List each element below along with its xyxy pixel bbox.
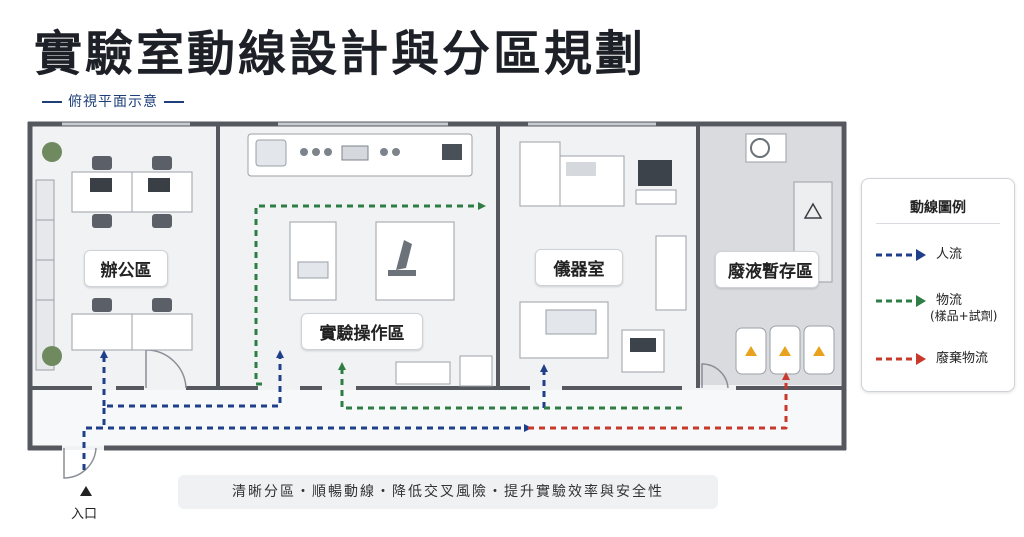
people-flow-path — [82, 424, 532, 470]
material-flow-swatch — [876, 295, 926, 307]
room-label-office: 辦公區 — [84, 250, 168, 287]
room-label-waste: 廢液暫存區 — [715, 251, 819, 288]
waste-flow-path — [528, 372, 790, 430]
material-flow-lab — [254, 202, 486, 386]
subtitle-text: 俯視平面示意 — [68, 94, 158, 110]
legend-item-people: 人流 — [872, 243, 1012, 283]
material-flow-corridor — [338, 362, 682, 410]
people-flow-office — [96, 350, 284, 430]
room-label-instrument: 儀器室 — [535, 249, 623, 286]
office-furniture — [35, 142, 193, 371]
entrance-arrow-icon — [80, 486, 92, 496]
page-title: 實驗室動線設計與分區規劃 — [34, 26, 647, 82]
waste-drums — [735, 325, 835, 375]
corridor-floor — [33, 390, 841, 446]
page-subtitle: 俯視平面示意 — [36, 91, 190, 111]
legend-item-waste: 廢棄物流 — [872, 347, 1012, 387]
waste-flow-swatch — [876, 353, 926, 365]
legend-item-material: 物流 (樣品+試劑) — [872, 289, 1012, 329]
bottom-caption: 清晰分區・順暢動線・降低交叉風險・提升實驗效率與安全性 — [178, 475, 718, 509]
legend-label-people: 人流 — [936, 247, 963, 262]
people-flow-swatch — [876, 249, 926, 261]
legend-divider — [876, 223, 1000, 224]
legend-label-material: 物流 — [936, 293, 963, 308]
flow-legend: 動線圖例 人流 物流 (樣品+試劑) 廢棄物流 — [861, 178, 1015, 392]
room-label-lab: 實驗操作區 — [301, 313, 423, 350]
legend-label-waste: 廢棄物流 — [936, 351, 989, 366]
entrance-label: 入口 — [71, 507, 98, 522]
lab-furniture — [247, 133, 493, 387]
interior-walls — [30, 124, 844, 390]
instrument-furniture — [519, 141, 687, 373]
legend-title: 動線圖例 — [910, 200, 966, 216]
legend-sublabel-material: (樣品+試劑) — [930, 309, 998, 323]
